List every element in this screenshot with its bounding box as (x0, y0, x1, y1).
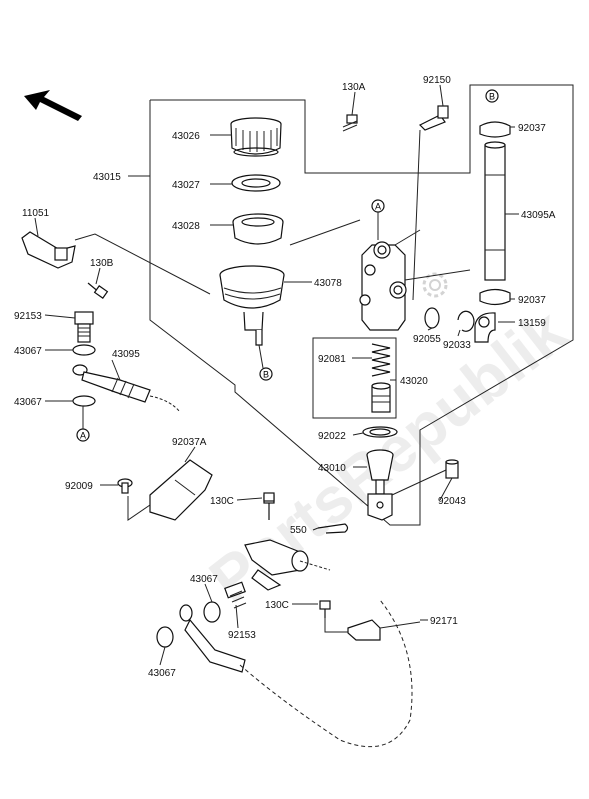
master-cylinder-body (359, 241, 407, 331)
label-92022: 92022 (318, 431, 346, 442)
marker-a-left: A (76, 406, 90, 442)
push-rod-43010 (366, 449, 394, 521)
label-130c-top: 130C (210, 496, 234, 507)
cotter-pin-550 (317, 523, 349, 534)
gear-watermark-icon (422, 272, 448, 298)
label-43095a: 43095A (521, 210, 556, 221)
front-arrow-icon (24, 90, 82, 121)
boot-92022 (362, 426, 398, 438)
group-box-43020 (312, 337, 397, 419)
label-43078: 43078 (314, 278, 342, 289)
label-92055: 92055 (413, 334, 441, 345)
label-92153-bottom: 92153 (228, 630, 256, 641)
washer-43067-d (156, 626, 174, 648)
svg-text:A: A (375, 202, 381, 212)
hose-43095 (72, 364, 181, 413)
label-550: 550 (290, 525, 307, 536)
spring-92081 (371, 343, 391, 377)
reservoir-tank (219, 265, 285, 346)
label-130b: 130B (90, 258, 114, 269)
label-92171: 92171 (430, 616, 458, 627)
part-labels: 130A 92150 43026 43015 43027 43028 92037… (14, 75, 556, 679)
marker-a-mid: A (371, 199, 385, 240)
screw-92009 (117, 478, 133, 494)
label-43020: 43020 (400, 376, 428, 387)
clamp-92037-bottom (479, 288, 511, 306)
label-92037a: 92037A (172, 437, 207, 448)
bolt-130c-bottom (319, 600, 331, 618)
circlip-92033 (457, 310, 475, 332)
marker-b-bottom: B (258, 344, 273, 381)
reservoir-cap (230, 117, 282, 157)
bracket-92171 (347, 619, 421, 641)
hose-lower (179, 599, 413, 748)
hose-guide-92037a (149, 459, 213, 521)
label-43067-a: 43067 (14, 346, 42, 357)
washer-43067-a (72, 344, 96, 356)
bolt-92150 (418, 105, 449, 131)
label-43015: 43015 (93, 172, 121, 183)
marker-b-top: B (485, 89, 499, 103)
label-92043: 92043 (438, 496, 466, 507)
brake-switch-fitting (244, 494, 331, 591)
piston-43020 (371, 382, 391, 413)
label-43067-d: 43067 (148, 668, 176, 679)
bolt-130c-top (263, 492, 275, 502)
hose-43095a (484, 141, 506, 281)
svg-text:A: A (80, 431, 86, 441)
label-11051: 11051 (22, 208, 50, 219)
label-43067-b: 43067 (14, 397, 42, 408)
label-43095: 43095 (112, 349, 140, 360)
label-92033: 92033 (443, 340, 471, 351)
diaphragm-plate (231, 174, 281, 192)
leader-lines (34, 84, 519, 666)
label-43067-c: 43067 (190, 574, 218, 585)
label-92153-top: 92153 (14, 311, 42, 322)
group-box-43015 (149, 84, 574, 526)
label-43026: 43026 (172, 131, 200, 142)
bolt-130a (342, 114, 358, 132)
bracket-11051 (21, 231, 76, 269)
clamp-92037-top (479, 121, 511, 138)
label-43028: 43028 (172, 221, 200, 232)
bolt-130b (87, 282, 109, 299)
diaphragm (232, 213, 284, 245)
label-13159: 13159 (518, 318, 546, 329)
label-92009: 92009 (65, 481, 93, 492)
pin-92043 (445, 459, 459, 479)
washer-43067-b (72, 395, 96, 407)
label-92150: 92150 (423, 75, 451, 86)
label-43010: 43010 (318, 463, 346, 474)
washer-43067-c (203, 601, 221, 623)
bolt-92153-top (74, 311, 94, 343)
label-130c-bottom: 130C (265, 600, 289, 611)
label-92081: 92081 (318, 354, 346, 365)
svg-text:B: B (489, 92, 495, 102)
label-92037-top: 92037 (518, 123, 546, 134)
label-43027: 43027 (172, 180, 200, 191)
o-ring-92055 (424, 307, 440, 329)
label-130a: 130A (342, 82, 366, 93)
label-92037-bottom: 92037 (518, 295, 546, 306)
hose-elbow-13159 (474, 312, 496, 343)
svg-text:B: B (263, 370, 269, 380)
